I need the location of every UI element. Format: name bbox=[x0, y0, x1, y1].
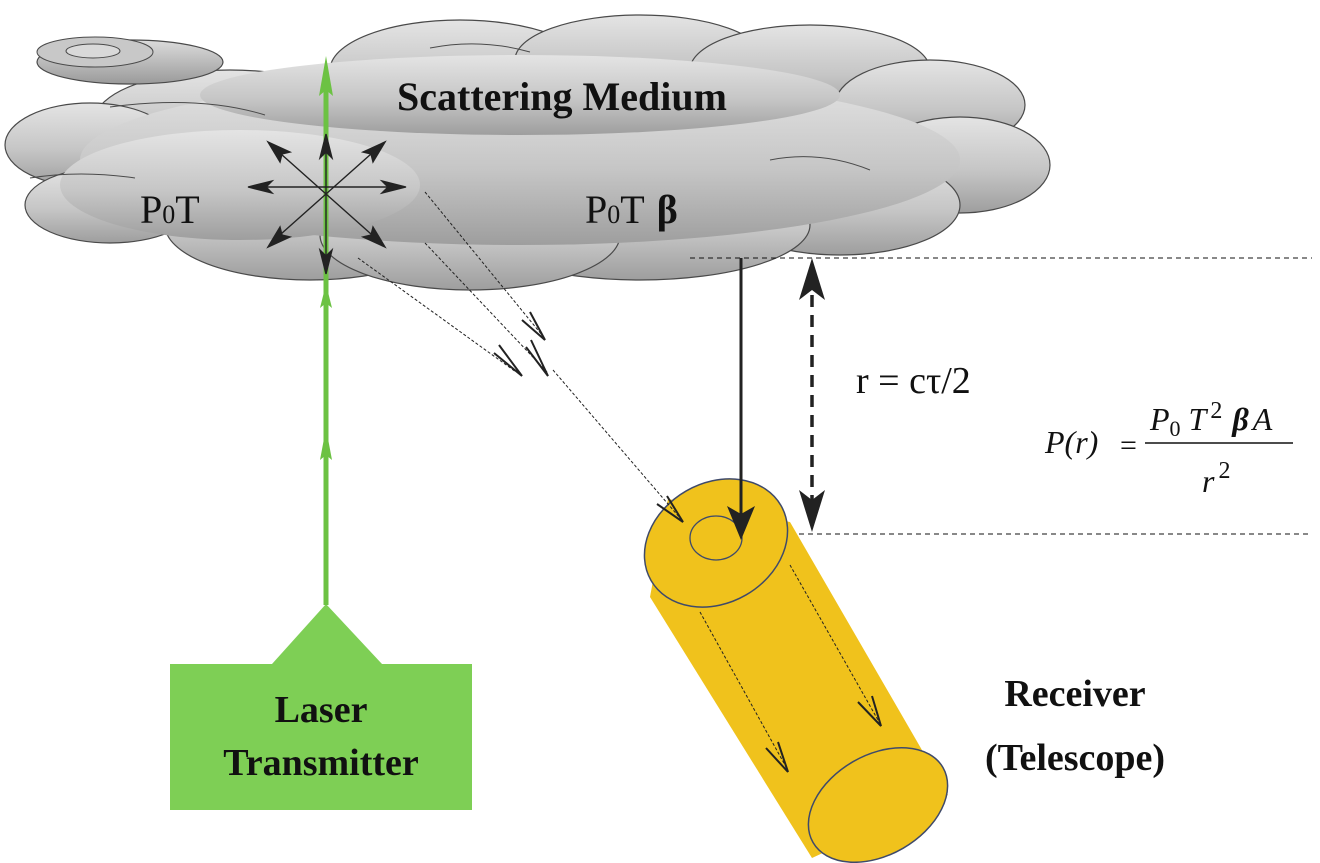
laser-label-line2: Transmitter bbox=[223, 742, 419, 784]
laser-transmitter bbox=[170, 604, 472, 810]
range-label: r = cτ/2 bbox=[856, 360, 971, 402]
scatter-paths bbox=[357, 191, 684, 523]
laser-label-line1: Laser bbox=[275, 689, 368, 731]
equation-lhs: P(r) bbox=[1044, 424, 1098, 460]
backscatter-arrow bbox=[727, 258, 755, 540]
power-label-left: P0T bbox=[140, 187, 200, 232]
scattering-arrows bbox=[247, 133, 407, 275]
telescope bbox=[643, 478, 949, 863]
receiver-label-line1: Receiver bbox=[1004, 673, 1145, 715]
cloud-puff bbox=[36, 36, 224, 85]
cloud-title: Scattering Medium bbox=[397, 74, 727, 119]
receiver-label-line2: (Telescope) bbox=[985, 737, 1165, 779]
range-arrow bbox=[799, 258, 825, 532]
equation-equals: = bbox=[1120, 429, 1137, 462]
scattering-cloud bbox=[4, 14, 1051, 291]
